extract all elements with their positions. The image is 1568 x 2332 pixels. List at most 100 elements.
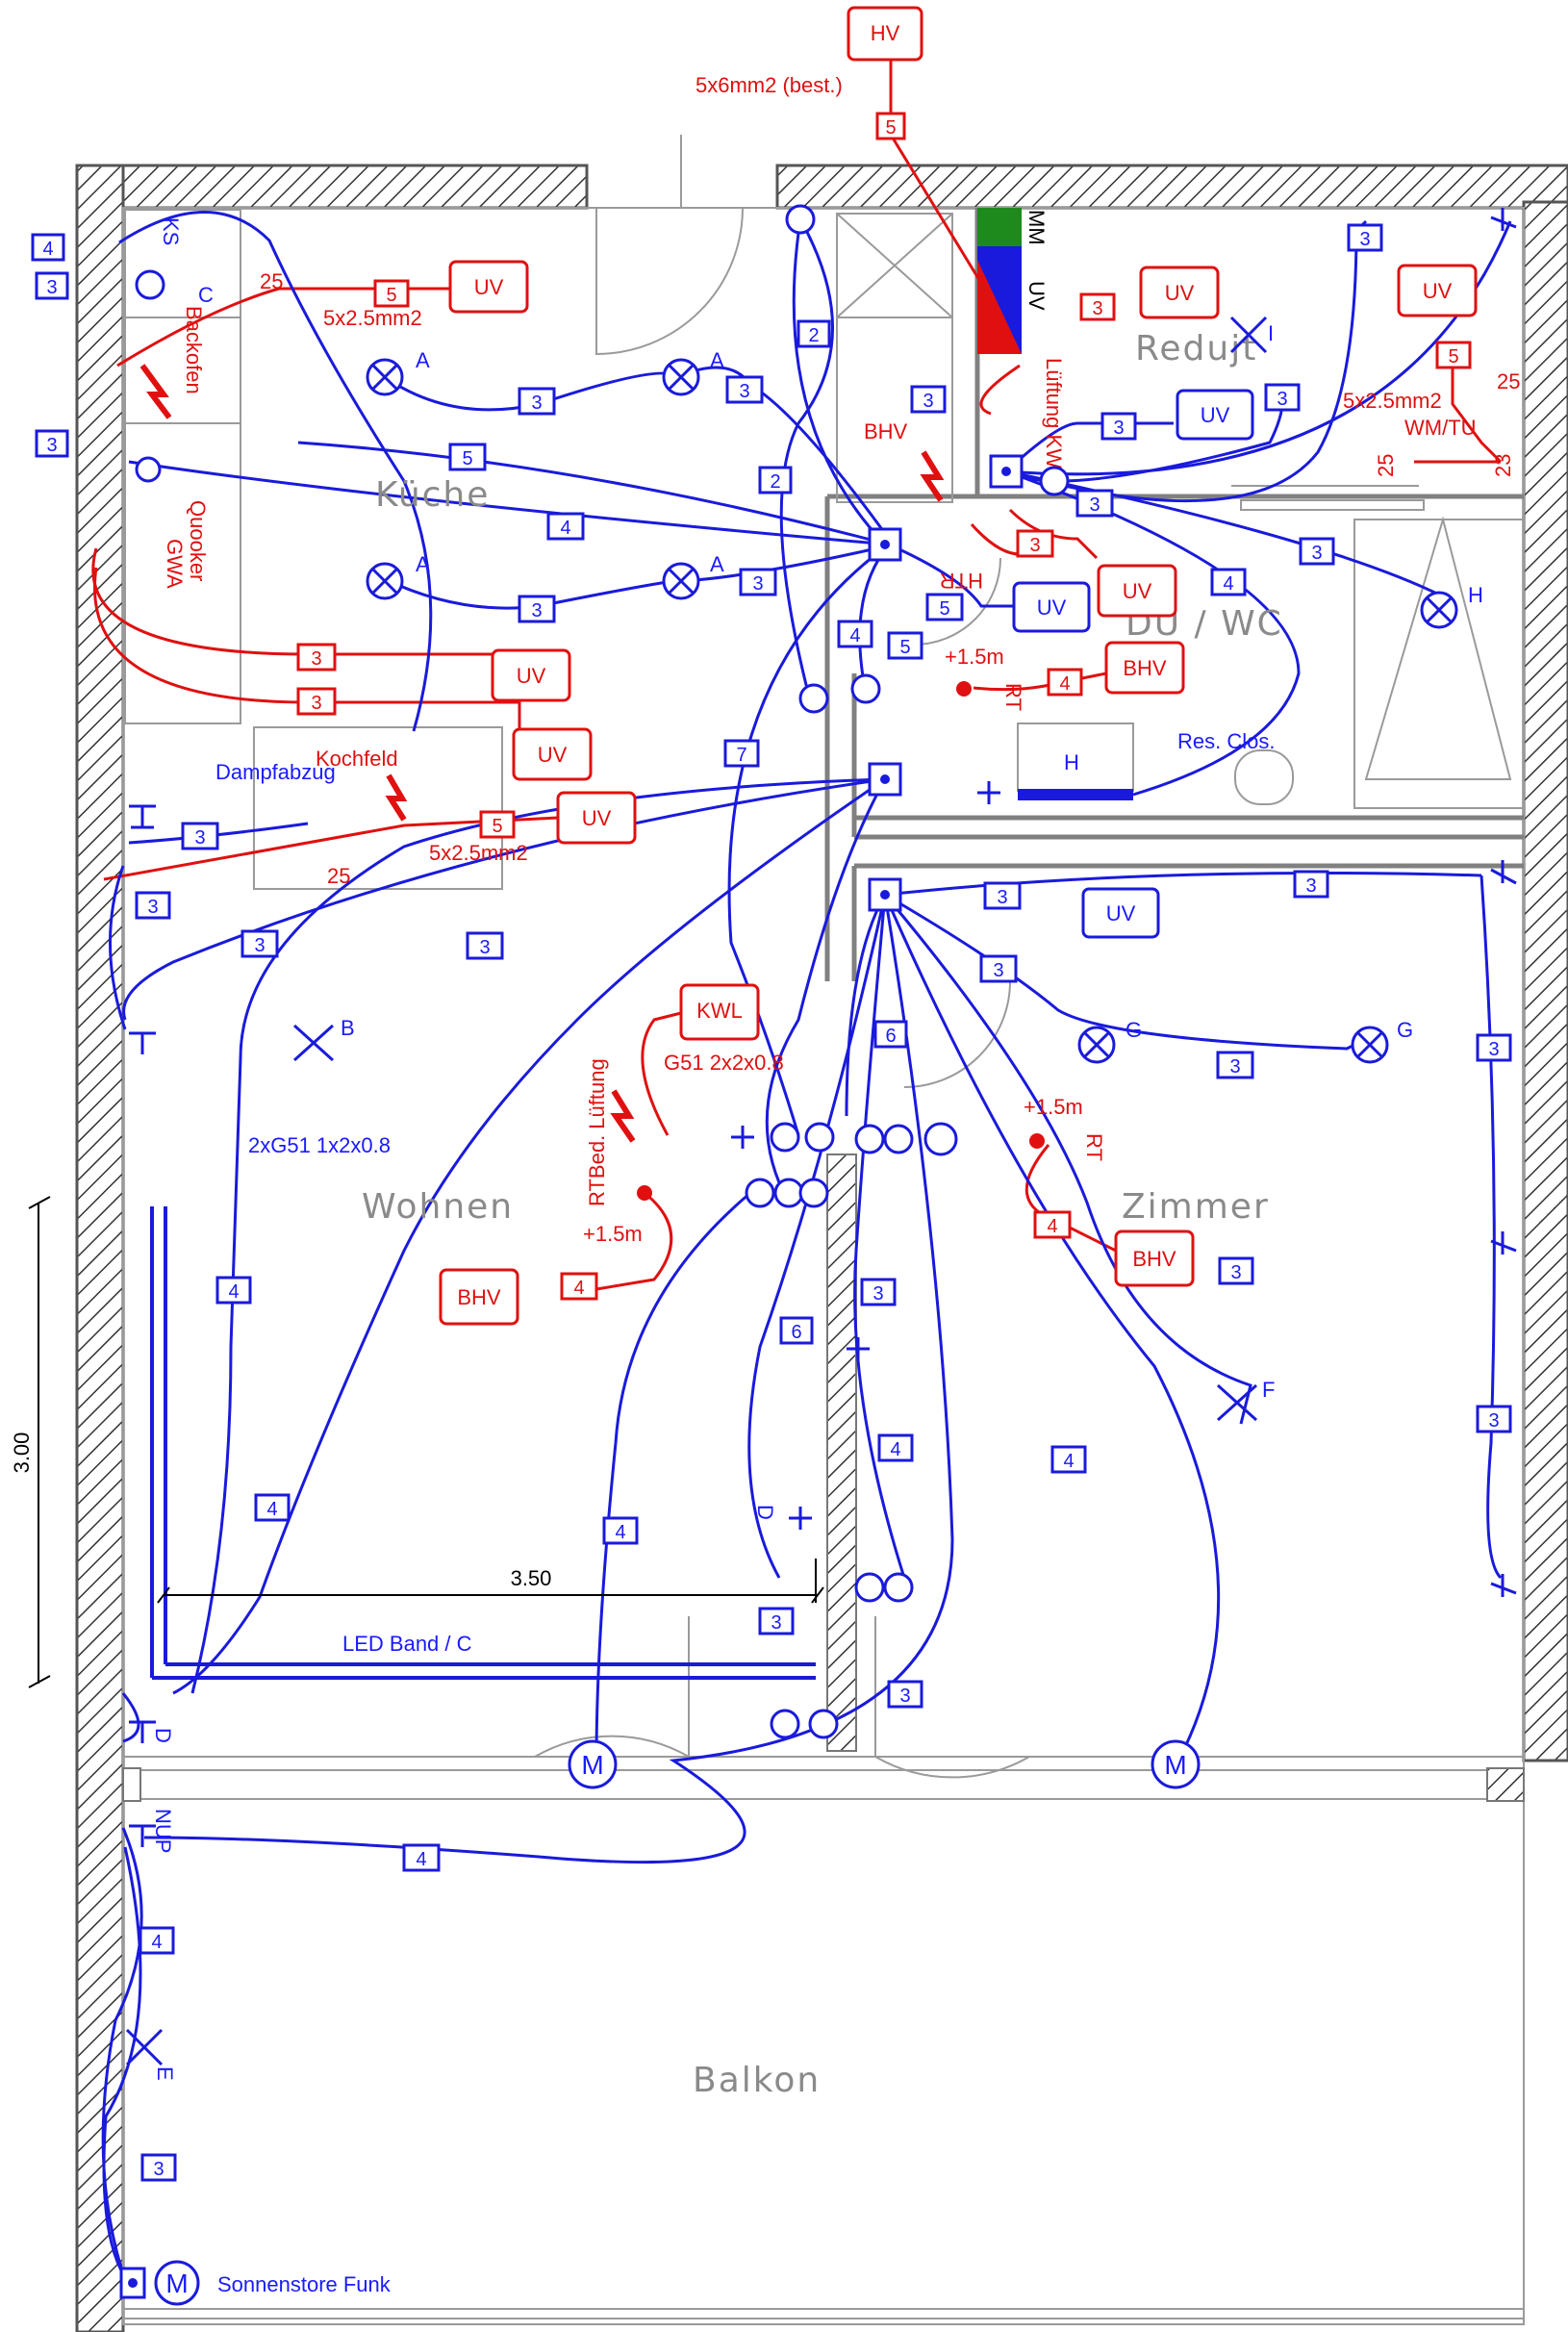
count-4-zimmer: 4 (1047, 1216, 1057, 1237)
count-4-balkon-a: 4 (416, 1849, 426, 1870)
interior-walls (122, 207, 1525, 2325)
count-3-lueftung: 3 (1092, 298, 1102, 319)
count-3-htr: 3 (1029, 535, 1040, 556)
ceiling-light-icon (662, 562, 700, 600)
uv-kitchen-top: UV (474, 275, 504, 299)
hv-count: 5 (885, 117, 896, 139)
ceiling-light-icon (1077, 1026, 1116, 1064)
dimension-vertical: 3.00 (10, 1432, 34, 1474)
junction-box-icon (868, 762, 902, 797)
cable-kitchen-bottom: 5x2.5mm2 (429, 841, 528, 865)
dampfabzug-label: Dampfabzug (215, 760, 336, 784)
ceiling-light-icon (662, 358, 700, 396)
motor-label-c: M (165, 2269, 188, 2298)
n25-kochfeld: 25 (327, 864, 350, 888)
h-label-sink: H (1064, 750, 1079, 774)
d-label-wall: D (151, 1728, 175, 1743)
uv-htr: UV (1123, 579, 1152, 603)
wmtu-label: WM/TU (1404, 416, 1477, 440)
count-4-mid: 4 (890, 1439, 900, 1460)
blue-annotations: 4 3 3 KS C 3 3 5 4 3 3 2 2 3 4 5 5 UV 3 (31, 217, 1512, 2296)
n25-wm: 25 (1374, 454, 1398, 477)
count-3-mid-c: 3 (899, 1686, 910, 1707)
hv-cable-label: 5x6mm2 (best.) (695, 73, 843, 97)
count-2-a: 2 (808, 325, 819, 346)
g-label-b: G (1397, 1018, 1413, 1042)
cable-redujt: 5x2.5mm2 (1343, 389, 1442, 413)
plus15-zimmer: +1.5m (1024, 1095, 1083, 1119)
plus15-bath: +1.5m (945, 645, 1004, 669)
uv-bath: UV (1037, 596, 1067, 620)
bhv-wohnen: BHV (457, 1285, 501, 1309)
count-4-wohnen-c: 4 (615, 1522, 625, 1543)
count-3-balkon: 3 (153, 2159, 164, 2180)
count-5-kochfeld: 5 (492, 816, 502, 837)
plus15-wohnen: +1.5m (583, 1222, 643, 1246)
count-3-wohnen-a: 3 (254, 935, 265, 956)
c-label: C (198, 283, 214, 307)
count-6-a: 6 (885, 1026, 896, 1047)
count-3-dampf: 3 (194, 827, 205, 849)
count-3-kueche-d: 3 (752, 573, 763, 595)
blue-wiring (101, 211, 1512, 2292)
count-3-zimmer-c: 3 (993, 960, 1003, 981)
count-3-bhv: 3 (923, 391, 933, 412)
g51-label: G51 2x2x0.8 (664, 1051, 784, 1075)
count-4-wohnen: 4 (573, 1278, 584, 1299)
count-4-wohnen-a: 4 (228, 1281, 239, 1303)
count-4-balkon-b: 4 (151, 1932, 162, 1953)
wall-light-cross-icon (125, 316, 1268, 2066)
bhv-kitchen: BHV (864, 419, 908, 444)
count-4-wohnen-b: 4 (266, 1499, 277, 1520)
lueftung-kwl-label: Lüftung KWL (1042, 358, 1066, 480)
count-3-kitchen-a: 3 (311, 648, 321, 670)
uv-zimmer: UV (1106, 901, 1136, 925)
bhv-zimmer: BHV (1132, 1247, 1176, 1271)
ceiling-light-icon (1420, 591, 1458, 629)
room-balkon: Balkon (693, 2061, 821, 2100)
motor-label-b: M (1164, 1750, 1186, 1780)
count-3-wohnen-wall: 3 (147, 897, 158, 918)
g-label-a: G (1125, 1018, 1142, 1042)
count-4-zimmer-blue: 4 (1063, 1451, 1074, 1472)
res-clos-label: Res. Clos. (1177, 729, 1275, 753)
junction-box-icon (868, 527, 902, 562)
count-3-kitchen-b: 3 (311, 693, 321, 714)
count-3-zimmer-d: 3 (1229, 1056, 1240, 1077)
count-5-redujt: 5 (1448, 346, 1458, 368)
doors (534, 135, 1425, 1779)
uv-lueftung: UV (1165, 281, 1195, 305)
uv-kitchen-mid: UV (517, 664, 546, 688)
bathroom-fixtures (1017, 516, 1525, 809)
uv-kochfeld: UV (582, 806, 612, 830)
backofen-label: Backofen (182, 306, 206, 394)
nup-label: NUP (151, 1809, 175, 1853)
count-4-duwc: 4 (1223, 573, 1233, 595)
motor-icon: M (154, 2260, 200, 2306)
socket-icon (129, 208, 1517, 1847)
ceiling-light-icon (1351, 1026, 1389, 1064)
htr-label: HTR (940, 569, 983, 593)
count-3-wall-kitchen: 3 (46, 435, 57, 456)
n23-tu: 23 (1491, 454, 1515, 477)
ks-label: KS (159, 217, 183, 245)
uv-kitchen-low: UV (538, 743, 568, 767)
count-3-uv-redujt: 3 (1113, 418, 1124, 439)
uv-panel-label: UV (1024, 281, 1049, 311)
hv-label: HV (871, 21, 900, 45)
red-annotations: HV 5x6mm2 (best.) 5 UV 5 5x2.5mm2 25 Bac… (139, 6, 1520, 1326)
count-3-mid-a: 3 (873, 1283, 883, 1305)
count-5-uv: 5 (939, 598, 949, 620)
exterior-walls (75, 164, 1568, 2332)
count-3-zimmer-f: 3 (1230, 1262, 1241, 1283)
h-label-shower: H (1468, 583, 1483, 607)
e-label-balkon: E (153, 2066, 177, 2081)
mm-uv-panel: MM UV (977, 208, 1049, 354)
count-3-zimmer-e: 3 (1488, 1039, 1499, 1060)
room-wohnen: Wohnen (362, 1187, 514, 1227)
a-label-3: A (416, 552, 430, 576)
d-label-mid: D (753, 1505, 777, 1520)
count-3-zimmer-g: 3 (1488, 1410, 1499, 1432)
kwl-box: KWL (696, 999, 743, 1023)
